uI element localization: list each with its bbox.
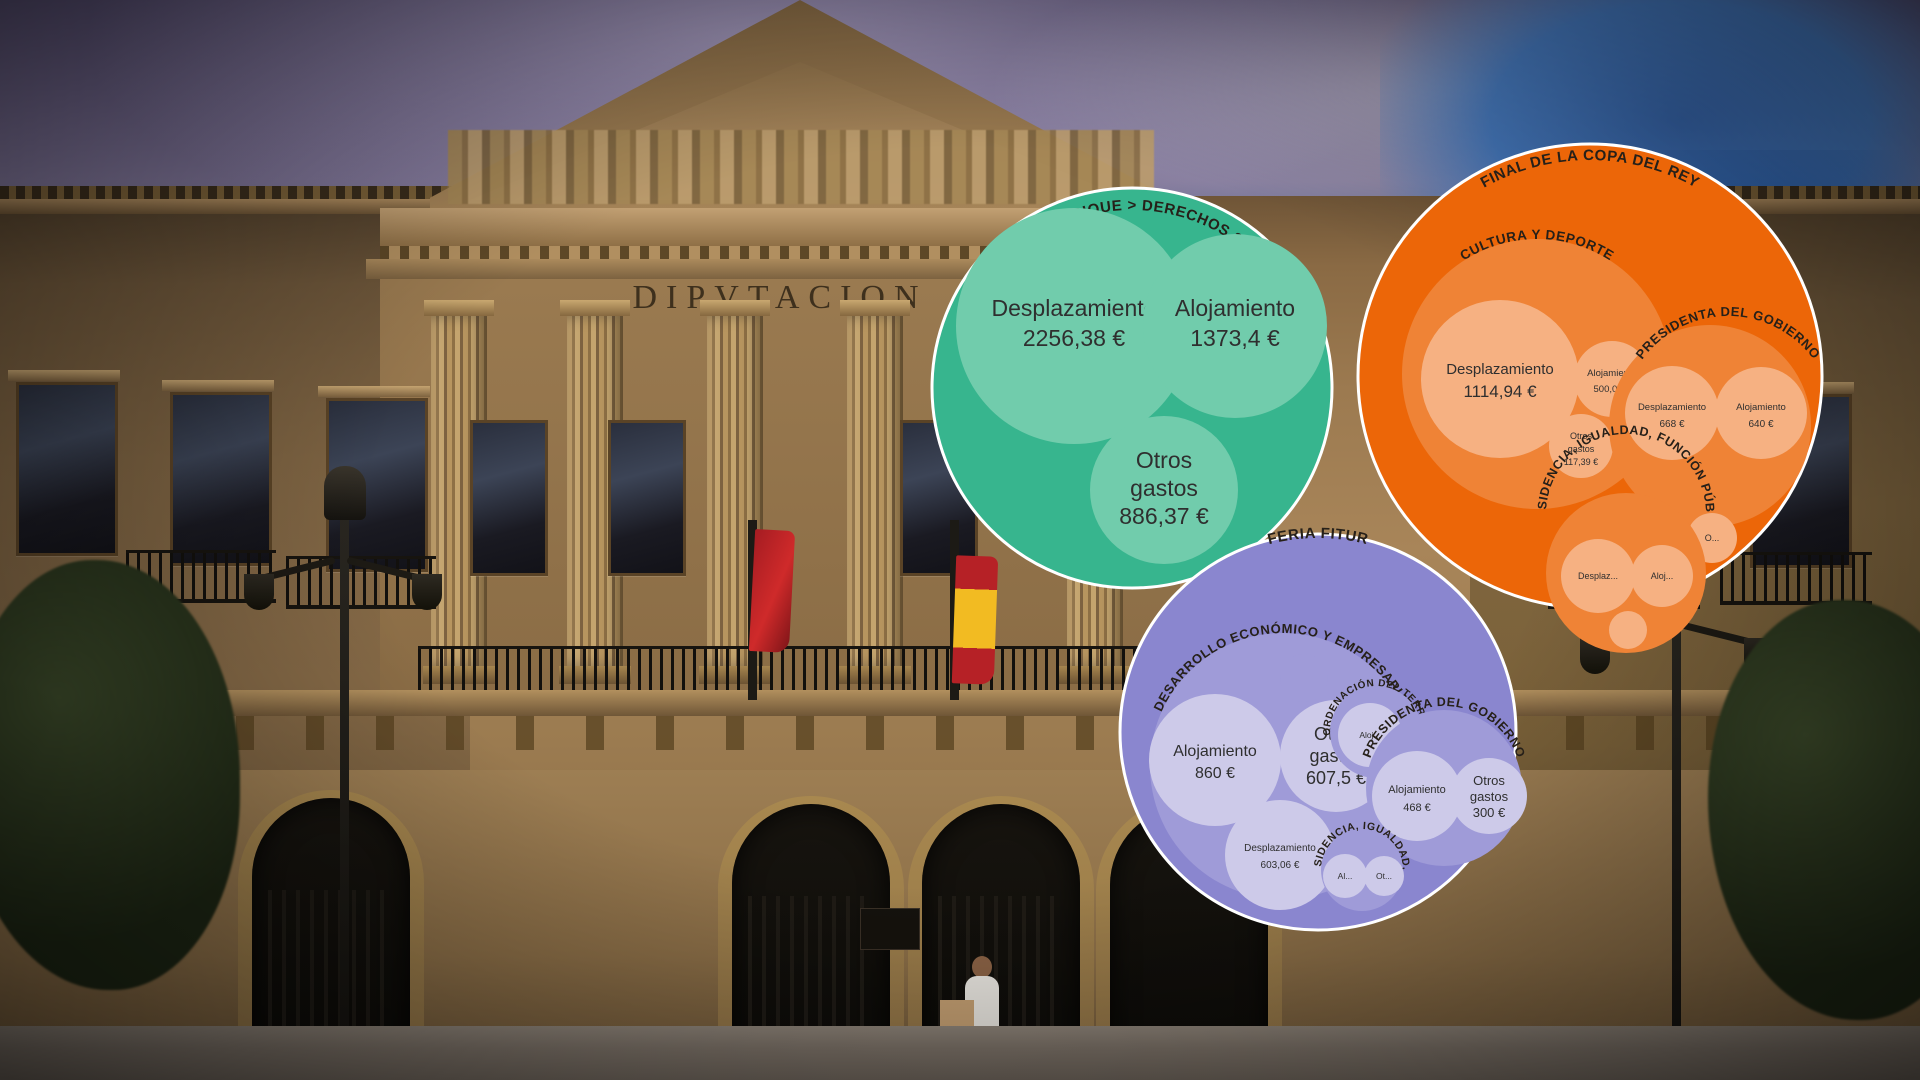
leaf-circle-desplazamiento[interactable] bbox=[956, 208, 1192, 444]
leaf-value-dee-desplazamiento: 603,06 € bbox=[1261, 860, 1300, 871]
leaf-value-fpg-otros: 300 € bbox=[1473, 805, 1506, 820]
leaf-label-pg-alojamiento: Alojamiento bbox=[1736, 402, 1786, 413]
leaf-circle-pif-alojamiento[interactable] bbox=[1631, 545, 1693, 607]
leaf-label-otros-line2: gastos bbox=[1130, 475, 1198, 501]
leaf-label-desplazamiento: Desplazamiento bbox=[992, 295, 1157, 321]
leaf-circle-otros-gastos[interactable] bbox=[1090, 416, 1238, 564]
bubble-pack-mozambique[interactable]: VIAJE A MOZAMBIQUE > DERECHOS SOCIALES D… bbox=[922, 178, 1342, 598]
leaf-value-cd-alojamiento: 500,02 € bbox=[1594, 384, 1632, 395]
leaf-label-fpg-otros-l2: gastos bbox=[1470, 789, 1509, 804]
leaf-circle-fpg-alojamiento[interactable] bbox=[1372, 751, 1462, 841]
leaf-label-fpg-otros-l1: Otros bbox=[1473, 773, 1505, 788]
leaf-label-fpi-alojamiento: Al... bbox=[1338, 871, 1353, 881]
bubble-pack-copa-del-rey[interactable]: FINAL DE LA COPA DEL REY CULTURA Y DEPOR… bbox=[1345, 125, 1830, 653]
leaf-value-cd-otros: 117,39 € bbox=[1564, 457, 1598, 467]
leaf-value-pg-alojamiento: 640 € bbox=[1748, 419, 1773, 430]
leaf-label-cd-otros-l2: gastos bbox=[1568, 444, 1595, 454]
leaf-value-dee-otros: 607,5 € bbox=[1306, 768, 1366, 788]
leaf-label-alojamiento: Alojamiento bbox=[1175, 295, 1295, 321]
bubble-pack-feria-fitur[interactable]: FERIA FITUR DESARROLLO ECONÓMICO Y EMPRE… bbox=[1104, 519, 1528, 948]
pack-label-feria-fitur: FERIA FITUR bbox=[1266, 525, 1370, 548]
leaf-label-pg-desplazamiento: Desplazamiento bbox=[1638, 402, 1706, 413]
leaf-value-pg-desplazamiento: 668 € bbox=[1659, 419, 1684, 430]
leaf-circle-pif-desplazamiento[interactable] bbox=[1561, 539, 1635, 613]
leaf-label-cd-alojamiento: Alojamiento bbox=[1587, 368, 1637, 379]
leaf-label-fpi-otros: Ot... bbox=[1376, 871, 1392, 881]
leaf-value-cd-desplazamiento: 1114,94 € bbox=[1463, 382, 1537, 401]
leaf-label-ord-alojamiento: Aloj... bbox=[1359, 730, 1380, 740]
leaf-circle-pg-desplazamiento[interactable] bbox=[1625, 366, 1719, 460]
leaf-label-cd-desplazamiento: Desplazamiento bbox=[1446, 361, 1554, 378]
leaf-value-dee-alojamiento: 860 € bbox=[1195, 765, 1235, 782]
leaf-value-fpg-alojamiento: 468 € bbox=[1403, 802, 1431, 814]
leaf-circle-pif-otros[interactable] bbox=[1609, 611, 1647, 649]
leaf-circle-dee-alojamiento[interactable] bbox=[1149, 694, 1281, 826]
leaf-value-alojamiento: 1373,4 € bbox=[1190, 325, 1280, 351]
leaf-circle-cd-otros[interactable] bbox=[1549, 414, 1613, 478]
leaf-circle-fpg-otros[interactable] bbox=[1451, 758, 1527, 834]
leaf-circle-alojamiento[interactable] bbox=[1143, 234, 1327, 418]
leaf-label-pif-desplazamiento: Desplaz... bbox=[1578, 571, 1618, 581]
leaf-circle-fpi-alojamiento[interactable] bbox=[1323, 854, 1367, 898]
leaf-label-pg-otros: O... bbox=[1705, 533, 1720, 543]
leaf-circle-cd-desplazamiento[interactable] bbox=[1421, 300, 1579, 458]
leaf-label-otros-line1: Otros bbox=[1136, 447, 1192, 473]
leaf-circle-fpi-otros[interactable] bbox=[1364, 856, 1404, 896]
leaf-label-cd-otros-l1: Otros bbox=[1570, 431, 1593, 441]
leaf-label-dee-desplazamiento: Desplazamiento bbox=[1244, 843, 1316, 854]
leaf-label-dee-alojamiento: Alojamiento bbox=[1173, 743, 1257, 760]
leaf-circle-pg-alojamiento[interactable] bbox=[1715, 367, 1807, 459]
leaf-circle-dee-desplazamiento[interactable] bbox=[1225, 800, 1335, 910]
leaf-value-otros-gastos: 886,37 € bbox=[1119, 503, 1209, 529]
leaf-label-pif-alojamiento: Aloj... bbox=[1651, 571, 1674, 581]
leaf-value-desplazamiento: 2256,38 € bbox=[1023, 325, 1126, 351]
group-circle-small-unlabeled[interactable] bbox=[1280, 654, 1328, 702]
leaf-label-fpg-alojamiento: Alojamiento bbox=[1388, 784, 1445, 796]
